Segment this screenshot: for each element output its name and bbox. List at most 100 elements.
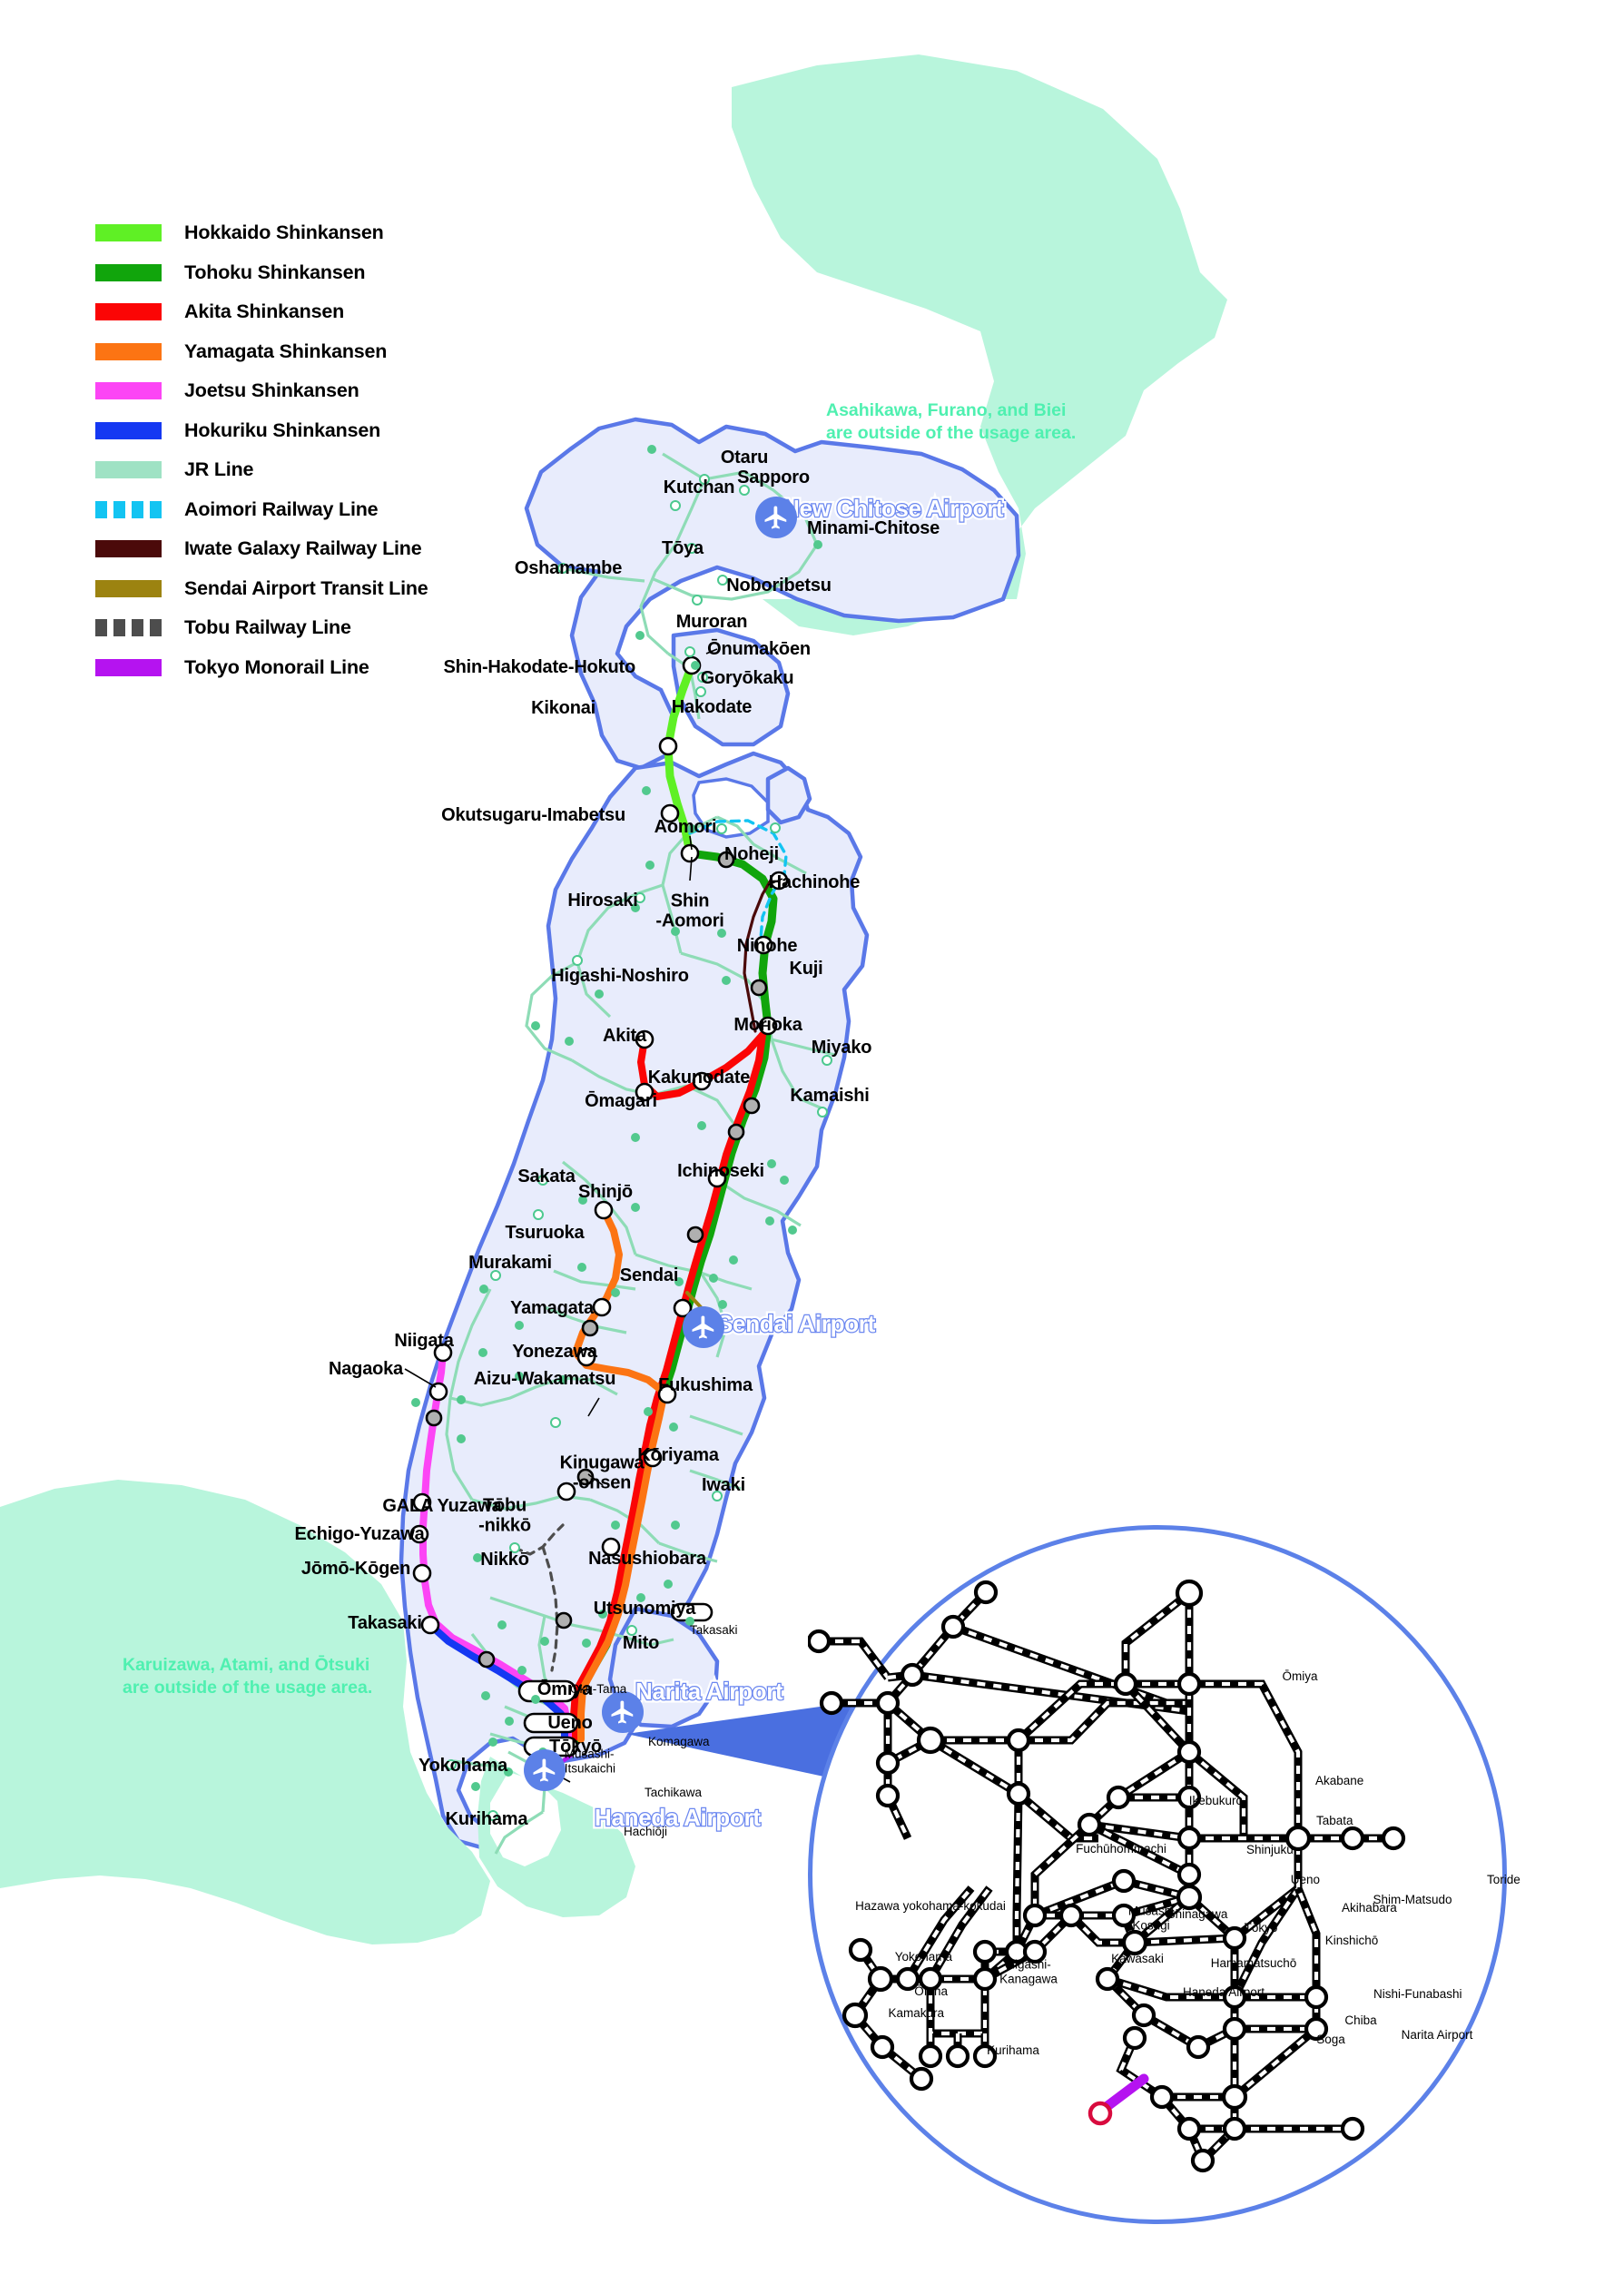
station-marker [643,1448,663,1468]
legend-item-joetsu-shinkansen[interactable]: Joetsu Shinkansen [95,371,477,411]
legend-item-label: Hokkaido Shinkansen [184,222,384,244]
legend-item-tokyo-monorail-line[interactable]: Tokyo Monorail Line [95,648,477,688]
inset-station-label-line: Higashi- [1006,1957,1051,1972]
airport-label-text: Sendai Airport [717,1310,875,1337]
station-label: Otaru [720,447,769,468]
station-label: Kakunodate [647,1067,751,1088]
station-marker [750,979,768,997]
station-label: Yokohama [418,1755,508,1776]
legend-item-label: JR Line [184,458,254,481]
legend-swatch-icon [95,579,162,597]
hokkaido-inside-land [524,417,1021,771]
inset-station-label: Shinagawa [1166,1907,1228,1922]
station-label: Echigo-Yuzawa [294,1523,425,1544]
station-marker [555,1611,573,1629]
line-iwate-galaxy-railway [743,877,773,1033]
legend-item-hokkaido-shinkansen[interactable]: Hokkaido Shinkansen [95,213,477,253]
legend-item-hokuriku-shinkansen[interactable]: Hokuriku Shinkansen [95,411,477,451]
inset-station-label-line: Itsukaichi [564,1761,615,1775]
station-marker [660,803,680,823]
station-label: Kōriyama [637,1444,719,1465]
station-label-line: -Aomori [655,911,724,931]
inset-station-label: Kinshichō [1324,1934,1379,1948]
legend-item-jr-line[interactable]: JR Line [95,450,477,490]
inset-station-label: Kawasaki [1111,1952,1164,1966]
station-marker [753,935,773,955]
inset-station-label: Haneda Airport [1182,1985,1265,2000]
inset-station-label: Ōmiya [1282,1669,1318,1684]
station-label: Ōmiya [536,1679,593,1699]
station-label: Muroran [675,611,748,632]
airplane-icon [683,1306,724,1348]
airplane-icon [755,497,797,538]
legend-item-label: Aoimori Railway Line [184,497,379,520]
station-label: Kuji [789,958,823,979]
plane-icon [533,1758,556,1782]
station-marker [707,1168,727,1188]
legend-item-yamagata-shinkansen[interactable]: Yamagata Shinkansen [95,332,477,372]
inset-station-label: Tōkyō [1244,1921,1278,1935]
station-label: Miyako [811,1037,872,1058]
legend-item-label: Yamagata Shinkansen [184,340,388,362]
inset-station-label: Hamamatsuchō [1210,1956,1297,1971]
station-marker [556,1482,576,1501]
station-label: Niigata [394,1330,454,1351]
station-label: Nasushiobara [588,1548,706,1569]
airport-label-text: Haneda Airport [594,1803,762,1833]
inset-station-label: Akihabara [1342,1901,1397,1915]
airport-label-text: Narita Airport [632,1675,786,1708]
inset-station-label: Tabata [1316,1814,1353,1828]
airplane-icon [602,1691,644,1733]
inset-station-label: Toride [1487,1873,1521,1887]
station-label: Hirosaki [567,890,638,911]
station-label: Nagaoka [329,1358,403,1379]
inset-station-label-line: Kosugi [1132,1918,1170,1932]
station-marker [635,1029,655,1049]
note-line-1: Karuizawa, Atami, and Ōtsuki [123,1655,370,1675]
airport-label-text: New Chitose Airport [782,495,1004,522]
station-label: Okutsugaru-Imabetsu [441,804,625,825]
station-marker [657,1384,677,1404]
station-label: Kurihama [445,1808,528,1829]
legend-item-tohoku-shinkansen[interactable]: Tohoku Shinkansen [95,253,477,293]
legend-swatch-icon [95,540,162,558]
station-markers [409,655,789,1757]
inset-station-nodes [808,1579,1406,2173]
station-label: Tōbu-nikkō [478,1496,531,1537]
honshu-outside-land-west [0,1480,490,1944]
legend-swatch-icon [95,303,162,321]
airport-label-text: Haneda Airport [592,1801,764,1835]
station-label-line: Kinugawa [559,1452,645,1473]
station-marker [601,1537,621,1557]
station-label: Kinugawa-onsen [560,1453,645,1494]
inset-station-label: Nishi-Funabashi [1373,1987,1462,2002]
legend-item-sendai-airport-transit-line[interactable]: Sendai Airport Transit Line [95,569,477,609]
station-marker [420,1615,440,1635]
legend-swatch-icon [95,382,162,400]
station-marker [412,1563,432,1583]
station-marker [409,1524,429,1544]
station-marker [686,1226,704,1244]
station-label: Nikkō [480,1549,529,1570]
station-label: Oshamambe [514,557,623,578]
legend-item-tobu-railway-line[interactable]: Tobu Railway Line [95,608,477,648]
legend-item-akita-shinkansen[interactable]: Akita Shinkansen [95,292,477,332]
tokyo-area-inset: .rail { fill:none; stroke:#000; stroke-w… [565,1525,1521,2224]
note-line-1: Asahikawa, Furano, and Biei [826,400,1067,420]
station-label: Goryōkaku [700,667,794,688]
station-marker [717,851,735,869]
inset-station-label-line: Kanagawa [999,1972,1058,1985]
station-label: Morioka [733,1014,802,1035]
legend-item-aoimori-railway-line[interactable]: Aoimori Railway Line [95,490,477,530]
station-label: Noboribetsu [726,575,832,596]
station-marker [425,1409,443,1427]
station-label: Aizu-Wakamatsu [473,1368,616,1389]
inset-station-label: Yokohama [894,1950,952,1964]
station-marker [576,1347,596,1367]
station-label-line: -nikkō [478,1516,531,1536]
station-label: Ninohe [736,935,798,956]
station-label: Fukushima [658,1374,753,1395]
legend-item-iwate-galaxy-railway-line[interactable]: Iwate Galaxy Railway Line [95,529,477,569]
